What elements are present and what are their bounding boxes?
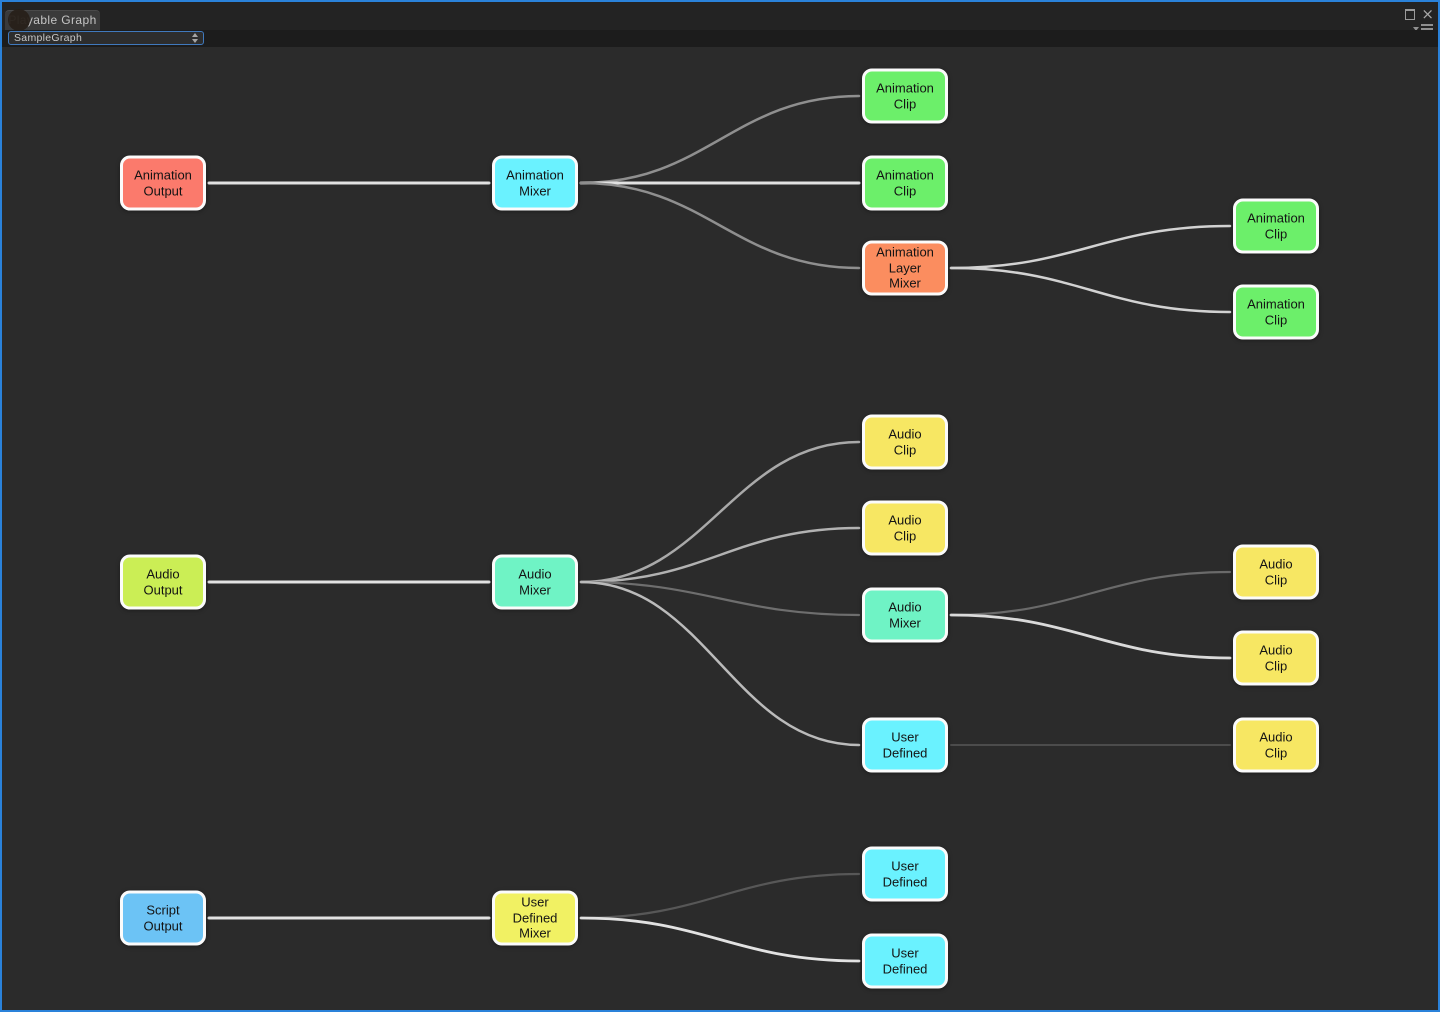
node-label-line: Animation	[876, 167, 934, 183]
node-label-line: User	[891, 945, 919, 961]
node-label-line: Defined	[882, 745, 928, 760]
dropdown-arrows-icon	[192, 33, 198, 43]
edge-audio_mixer-audio_clip1	[579, 440, 861, 584]
node-label-line: Audio	[146, 566, 180, 582]
titlebar: Playable Graph ×	[2, 2, 1438, 34]
node-label-line: Audio	[888, 512, 922, 528]
edge-anim_mixer-layer_mixer	[579, 181, 861, 270]
node-label-line: Audio	[1259, 729, 1293, 745]
edge-audio_mixer-user_def1	[579, 580, 861, 747]
node-label-line: User	[891, 858, 919, 874]
node-label-line: Clip	[893, 183, 917, 198]
node-label-line: User	[521, 894, 549, 910]
edge-audio_mixer2-audio_clip3	[949, 570, 1232, 617]
node-label-line: Mixer	[519, 183, 551, 198]
graph-select-dropdown[interactable]: SampleGraph	[8, 31, 204, 45]
maximize-icon[interactable]	[1405, 8, 1416, 20]
chevron-down-icon	[1413, 27, 1419, 31]
close-icon[interactable]: ×	[1421, 5, 1434, 23]
node-label-line: Audio	[888, 426, 922, 442]
cursor-dot	[8, 9, 30, 31]
node-label-line: Clip	[893, 96, 917, 111]
edge-anim_mixer-anim_clip1	[579, 94, 861, 185]
node-label-line: Mixer	[519, 925, 551, 941]
node-label-line: Audio	[1259, 642, 1293, 658]
node-label-line: Animation	[876, 244, 934, 260]
node-label-line: Audio	[1259, 556, 1293, 572]
node-label-line: Audio	[888, 599, 922, 615]
graph-select-value: SampleGraph	[14, 32, 83, 44]
node-label-line: Animation	[876, 80, 934, 96]
node-label-line: Clip	[1264, 312, 1288, 327]
node-label-line: Output	[143, 183, 183, 198]
node-label-line: User	[891, 729, 919, 745]
edge-audio_mixer-audio_clip2	[579, 526, 861, 584]
graph-canvas[interactable]	[2, 47, 1438, 1010]
node-label-line: Layer	[888, 260, 922, 276]
node-label-line: Clip	[1264, 226, 1288, 241]
node-label-line: Clip	[1264, 658, 1288, 673]
node-label-line: Clip	[893, 442, 917, 457]
edge-layer_mixer-anim_clip4	[949, 266, 1232, 314]
edge-ud_mixer-user_def3	[579, 916, 861, 963]
node-label-line: Animation	[1247, 296, 1305, 312]
edge-audio_mixer-audio_mixer2	[579, 580, 861, 617]
node-label-line: Animation	[134, 167, 192, 183]
node-label-line: Clip	[893, 528, 917, 543]
node-label-line: Defined	[882, 961, 928, 976]
node-label-line: Defined	[512, 910, 558, 926]
node-label-line: Output	[143, 582, 183, 597]
node-label-line: Output	[143, 918, 183, 933]
node-label-line: Script	[146, 902, 180, 918]
node-label-line: Clip	[1264, 745, 1288, 760]
toolbar: SampleGraph	[2, 30, 1438, 47]
node-label-line: Audio	[518, 566, 552, 582]
edge-layer_mixer-anim_clip3	[949, 224, 1232, 270]
edge-ud_mixer-user_def2	[579, 872, 861, 920]
node-label-line: Mixer	[889, 615, 921, 630]
edge-audio_mixer2-audio_clip4	[949, 613, 1232, 660]
node-label-line: Clip	[1264, 572, 1288, 587]
node-label-line: Mixer	[519, 582, 551, 597]
node-label-line: Mixer	[889, 275, 921, 291]
node-label-line: Animation	[1247, 210, 1305, 226]
node-label-line: Animation	[506, 167, 564, 183]
node-label-line: Defined	[882, 874, 928, 889]
